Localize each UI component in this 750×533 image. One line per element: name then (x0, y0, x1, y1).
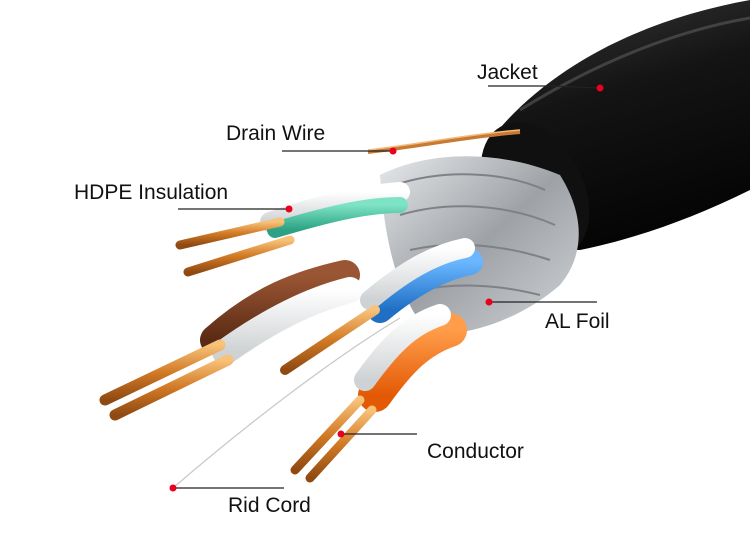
pair-white-orange (290, 304, 467, 483)
label-al-foil: AL Foil (545, 310, 610, 333)
marker-rid-cord (169, 484, 177, 492)
callout-drain-wire: Drain Wire (226, 122, 397, 155)
callout-conductor: Conductor (337, 430, 524, 463)
pair-white-blue (280, 238, 483, 375)
pair-white-green (175, 182, 410, 277)
marker-hdpe-insulation (285, 205, 293, 213)
label-conductor: Conductor (427, 440, 524, 463)
al-foil-shape (380, 156, 579, 335)
marker-drain-wire (389, 147, 397, 155)
leader-jacket (488, 85, 601, 89)
marker-conductor (337, 430, 345, 438)
callout-jacket: Jacket (477, 61, 604, 92)
label-hdpe-insulation: HDPE Insulation (74, 181, 228, 204)
label-drain-wire: Drain Wire (226, 122, 325, 145)
callout-al-foil: AL Foil (485, 298, 610, 333)
pair-white-brown (99, 260, 363, 421)
rid-cord-shape (172, 317, 401, 489)
label-jacket: Jacket (477, 61, 538, 84)
callout-hdpe-insulation: HDPE Insulation (74, 181, 293, 213)
callout-rid-cord: Rid Cord (169, 484, 311, 517)
drain-wire-shape (367, 129, 521, 154)
label-rid-cord: Rid Cord (228, 494, 311, 517)
marker-al-foil (485, 298, 493, 306)
marker-jacket (596, 84, 604, 92)
